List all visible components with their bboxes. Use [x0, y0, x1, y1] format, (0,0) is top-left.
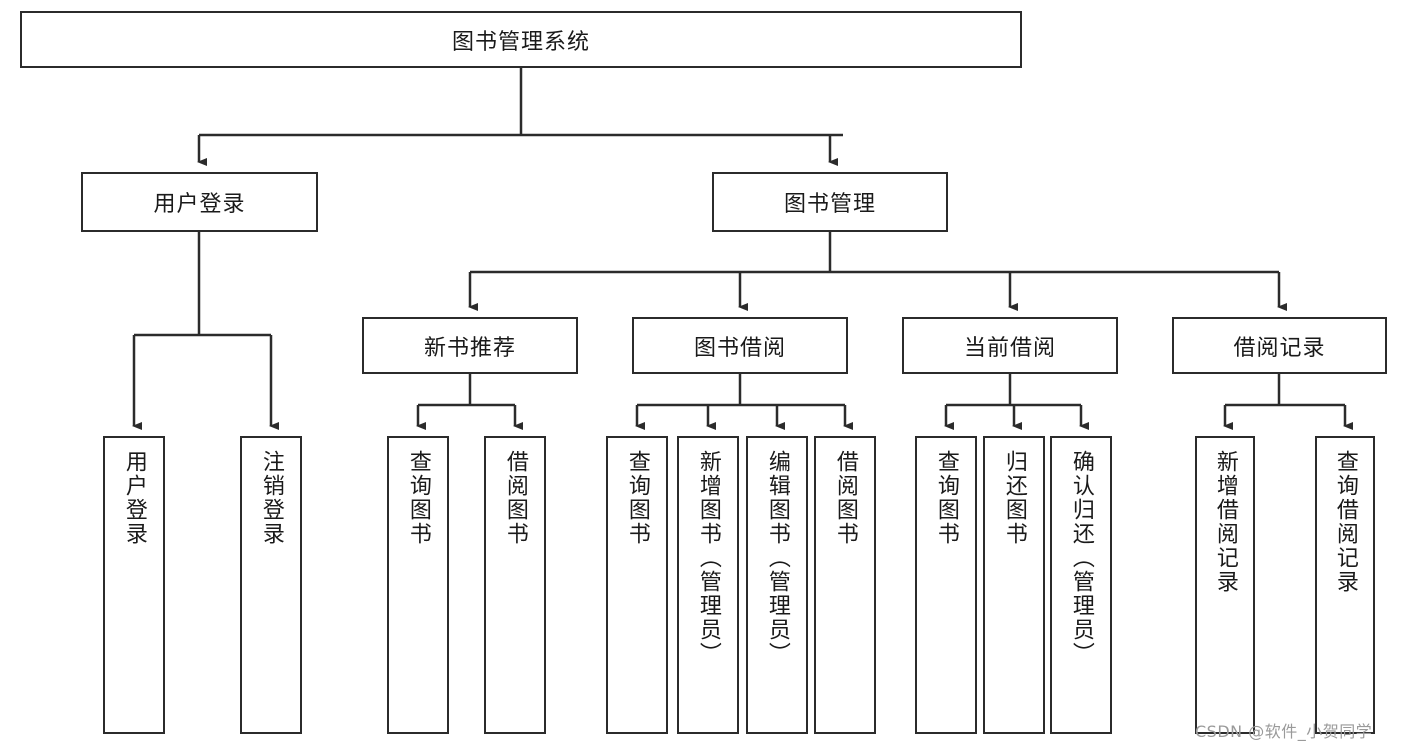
node-root[interactable]: 图书管理系统	[20, 11, 1022, 68]
node-leaf-user-login-label: 用户登录	[121, 450, 147, 546]
node-leaf-return-book-label: 归还图书	[1001, 450, 1027, 546]
node-leaf-query-record[interactable]: 查询借阅记录	[1315, 436, 1375, 734]
node-book-borrow[interactable]: 图书借阅	[632, 317, 848, 374]
node-leaf-confirm-return[interactable]: 确认归还（管理员）	[1050, 436, 1112, 734]
node-current-borrow[interactable]: 当前借阅	[902, 317, 1118, 374]
node-borrow-record-label: 借阅记录	[1233, 335, 1326, 361]
node-leaf-logout[interactable]: 注销登录	[240, 436, 302, 734]
node-book-borrow-label: 图书借阅	[693, 335, 786, 361]
node-leaf-query-book-2-label: 查询图书	[624, 450, 650, 546]
node-root-label: 图书管理系统	[451, 29, 590, 55]
node-leaf-borrow-book-1-label: 借阅图书	[502, 450, 528, 546]
node-book-manage[interactable]: 图书管理	[712, 172, 948, 232]
node-leaf-query-book-3[interactable]: 查询图书	[915, 436, 977, 734]
node-leaf-edit-book[interactable]: 编辑图书（管理员）	[746, 436, 808, 734]
node-leaf-confirm-return-label: 确认归还（管理员）	[1068, 450, 1094, 666]
node-leaf-query-record-label: 查询借阅记录	[1332, 450, 1358, 594]
node-new-book-rec-label: 新书推荐	[423, 335, 516, 361]
node-leaf-return-book[interactable]: 归还图书	[983, 436, 1045, 734]
node-leaf-query-book-1-label: 查询图书	[405, 450, 431, 546]
node-leaf-query-book-3-label: 查询图书	[933, 450, 959, 546]
node-leaf-logout-label: 注销登录	[258, 450, 284, 546]
node-leaf-user-login[interactable]: 用户登录	[103, 436, 165, 734]
node-user-login-label: 用户登录	[153, 192, 246, 217]
node-leaf-borrow-book-2-label: 借阅图书	[832, 450, 858, 546]
node-borrow-record[interactable]: 借阅记录	[1172, 317, 1387, 374]
node-leaf-edit-book-label: 编辑图书（管理员）	[764, 450, 790, 666]
node-leaf-borrow-book-1[interactable]: 借阅图书	[484, 436, 546, 734]
node-leaf-add-record[interactable]: 新增借阅记录	[1195, 436, 1255, 734]
node-leaf-query-book-2[interactable]: 查询图书	[606, 436, 668, 734]
node-leaf-add-book[interactable]: 新增图书（管理员）	[677, 436, 739, 734]
node-user-login[interactable]: 用户登录	[81, 172, 318, 232]
node-leaf-borrow-book-2[interactable]: 借阅图书	[814, 436, 876, 734]
csdn-watermark: CSDN @软件_小贺同学	[1195, 722, 1373, 741]
node-leaf-add-book-label: 新增图书（管理员）	[695, 450, 721, 666]
node-leaf-query-book-1[interactable]: 查询图书	[387, 436, 449, 734]
node-leaf-add-record-label: 新增借阅记录	[1212, 450, 1238, 594]
node-new-book-rec[interactable]: 新书推荐	[362, 317, 578, 374]
node-current-borrow-label: 当前借阅	[963, 335, 1056, 361]
node-book-manage-label: 图书管理	[783, 192, 876, 217]
